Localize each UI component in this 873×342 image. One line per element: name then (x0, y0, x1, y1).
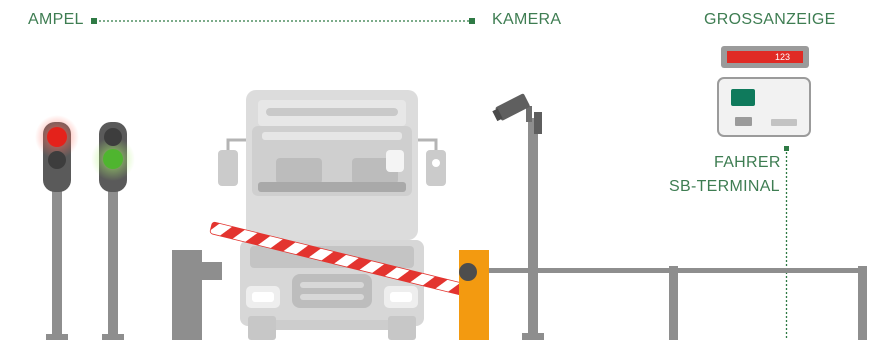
traffic-light-green-icon (91, 122, 135, 340)
camera-pole (522, 118, 544, 340)
terminal-connector (784, 146, 789, 340)
label-kamera: KAMERA (492, 10, 561, 30)
label-sb-terminal: SB-TERMINAL (669, 177, 780, 197)
display-readout: 123 (775, 52, 790, 62)
truck-icon (218, 90, 446, 340)
camera-icon (491, 93, 542, 134)
label-fahrer: FAHRER (714, 153, 781, 173)
terminal-icon (718, 78, 810, 136)
traffic-light-red-icon (35, 115, 79, 340)
ampel-kamera-connector (91, 18, 475, 24)
display-board-icon: 123 (721, 46, 809, 68)
label-ampel: AMPEL (28, 10, 84, 30)
label-grossanzeige: GROSSANZEIGE (704, 10, 836, 30)
barrier-housing-left (172, 250, 222, 340)
barrier-housing-orange (459, 250, 489, 340)
